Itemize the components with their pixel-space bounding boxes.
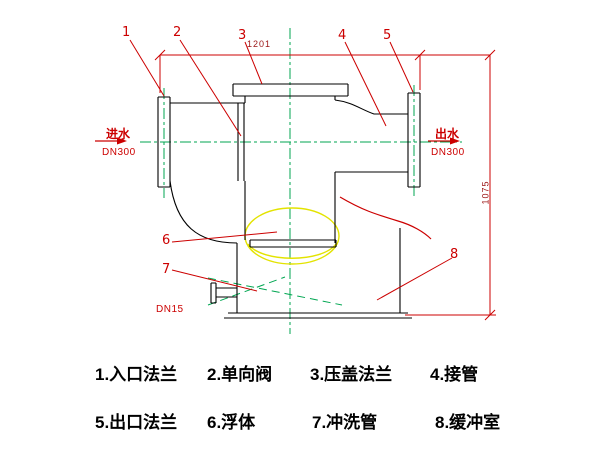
- legend-item-2: 2.单向阀: [207, 365, 273, 384]
- callout-3: 3: [238, 28, 247, 43]
- flush-pipe-flange: [210, 282, 217, 304]
- gland-flange: [232, 83, 349, 97]
- legend-item-5: 5.出口法兰: [95, 413, 178, 432]
- inlet-label: 进水: [106, 127, 131, 141]
- callout-1: 1: [122, 25, 131, 40]
- dim-height-label: 1075: [480, 180, 491, 205]
- break-line: [339, 196, 432, 240]
- outlet-label: 出水: [435, 127, 460, 141]
- callout-5: 5: [383, 28, 392, 43]
- leader-5: [389, 41, 414, 93]
- callout-8: 8: [450, 247, 459, 262]
- legend-item-8: 8.缓冲室: [435, 413, 501, 432]
- leader-6: [171, 231, 278, 243]
- dim-tick: [484, 309, 496, 321]
- outlet-flow-arrowhead: [450, 137, 460, 145]
- dim-tick: [414, 49, 426, 61]
- flush-dn-label: DN15: [156, 304, 184, 315]
- inlet-flange: [157, 96, 171, 188]
- leader-4: [344, 41, 387, 127]
- legend-item-3: 3.压盖法兰: [310, 365, 393, 384]
- dim-tick: [154, 49, 166, 61]
- float-outline: [244, 207, 340, 265]
- inlet-dn-label: DN300: [102, 147, 136, 158]
- legend-item-1: 1.入口法兰: [95, 365, 178, 384]
- inlet-pipe: [169, 102, 245, 244]
- callout-6: 6: [162, 233, 171, 248]
- dim-width-label: 1201: [247, 39, 272, 49]
- dimension-lines: [154, 49, 496, 321]
- check-valve: [237, 103, 245, 181]
- leader-7: [171, 269, 258, 292]
- float-seat-plate: [249, 239, 337, 248]
- leader-2: [179, 39, 242, 137]
- legend-item-7: 7.冲洗管: [312, 413, 378, 432]
- buffer-chamber: [236, 228, 401, 313]
- flush-pipe: [216, 287, 237, 298]
- dim-tick: [484, 49, 496, 61]
- water-level-lines: [207, 276, 343, 306]
- leader-1: [129, 39, 165, 97]
- body-column: [244, 96, 336, 243]
- inlet-flow-arrowhead: [117, 137, 127, 145]
- outlet-flange: [407, 92, 421, 188]
- outlet-dn-label: DN300: [431, 147, 465, 158]
- legend-item-4: 4.接管: [430, 365, 479, 384]
- callout-4: 4: [338, 28, 347, 43]
- leader-lines: [129, 39, 453, 301]
- leader-8: [376, 257, 453, 301]
- body-outline: [157, 83, 421, 319]
- legend-item-6: 6.浮体: [207, 413, 256, 432]
- callout-2: 2: [173, 25, 182, 40]
- base-lines: [224, 312, 412, 319]
- centerlines: [140, 28, 462, 334]
- outlet-pipe: [334, 99, 408, 173]
- callout-7: 7: [162, 262, 171, 277]
- flow-arrows: [95, 137, 460, 145]
- leader-3: [244, 41, 263, 85]
